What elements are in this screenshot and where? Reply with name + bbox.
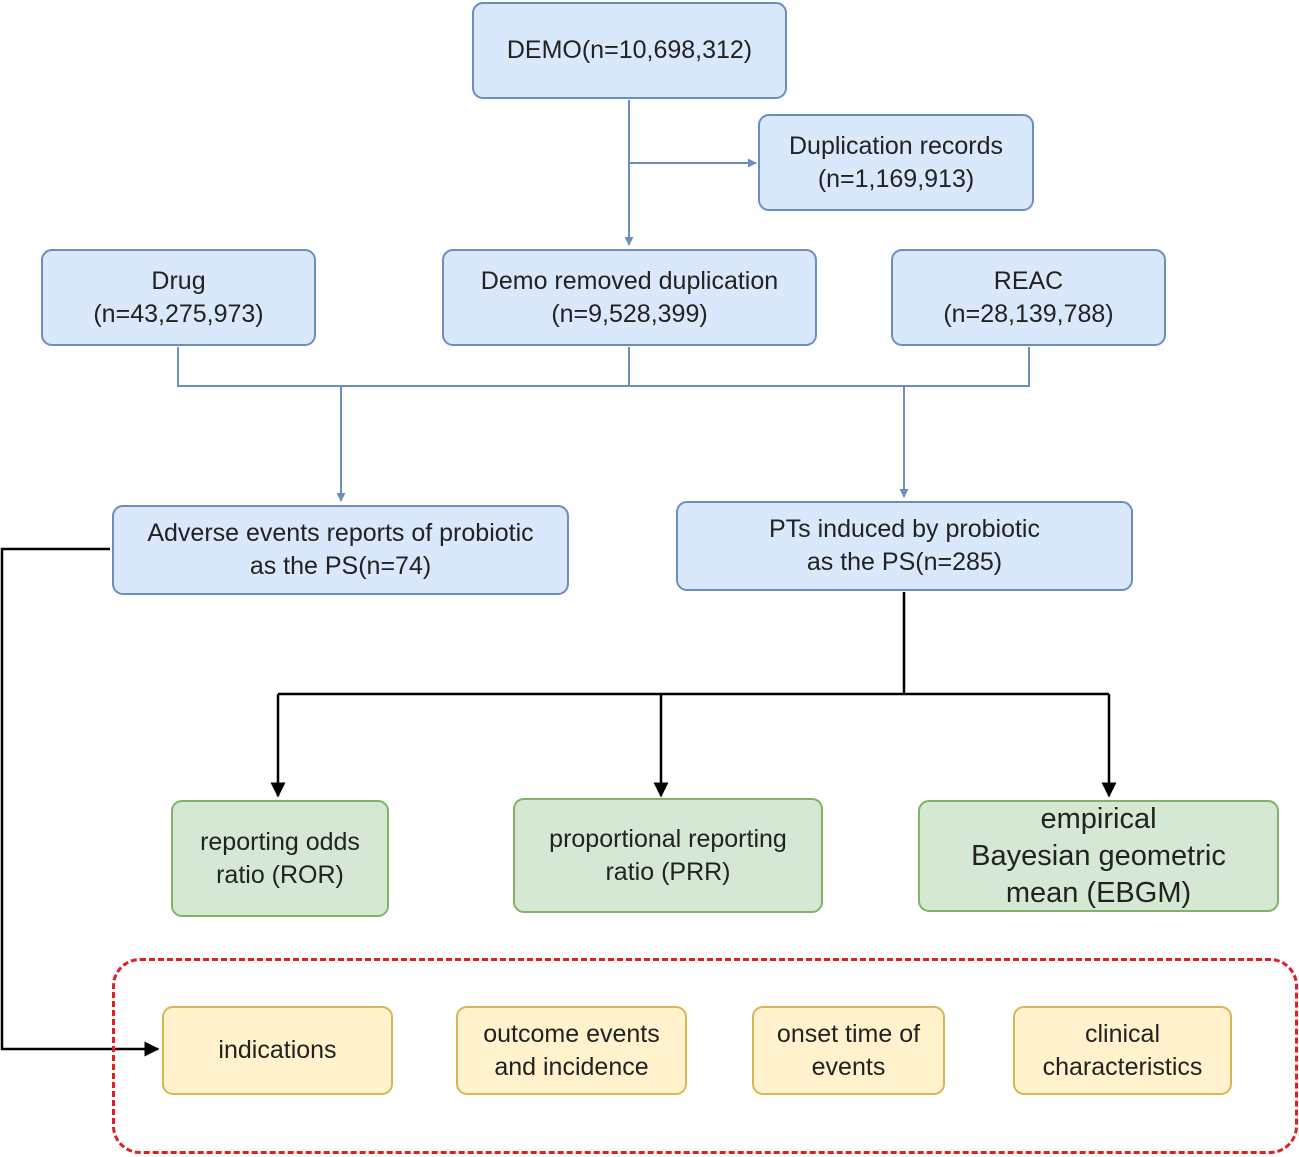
demo-removed-count: (n=9,528,399) (551, 299, 708, 328)
prr-box: proportional reporting ratio (PRR) (513, 798, 823, 913)
analysis-group-dashed-frame (112, 958, 1298, 1154)
outcome-events-box: outcome events and incidence (456, 1006, 687, 1095)
clinical-line-1: clinical (1084, 1019, 1161, 1048)
reac-title: REAC (993, 266, 1064, 295)
reac-box: REAC (n=28,139,788) (891, 249, 1166, 346)
onset-time-box: onset time of events (752, 1006, 945, 1095)
drug-title: Drug (151, 266, 206, 295)
prr-line-2: ratio (PRR) (605, 857, 731, 886)
drug-count: (n=43,275,973) (93, 299, 264, 328)
adverse-events-box: Adverse events reports of probiotic as t… (112, 505, 569, 595)
ror-line-1: reporting odds (200, 827, 360, 856)
indications-text: indications (218, 1036, 337, 1064)
duplication-title: Duplication records (789, 131, 1003, 160)
clinical-line-2: characteristics (1042, 1052, 1203, 1081)
adverse-events-line-2: as the PS(n=74) (249, 552, 432, 580)
pts-induced-box: PTs induced by probiotic as the PS(n=285… (676, 501, 1133, 591)
duplication-count: (n=1,169,913) (817, 164, 975, 193)
onset-time-line-1: onset time of (776, 1019, 921, 1048)
connector-merge-bracket (177, 347, 1030, 387)
adverse-events-line-1: Adverse events reports of probiotic (147, 519, 534, 547)
clinical-characteristics-box: clinical characteristics (1013, 1006, 1232, 1095)
demo-text: DEMO(n=10,698,312) (506, 36, 753, 64)
reac-count: (n=28,139,788) (943, 299, 1114, 328)
indications-box: indications (162, 1006, 393, 1095)
ebgm-line-1: empirical (1040, 802, 1157, 835)
ror-box: reporting odds ratio (ROR) (171, 800, 389, 917)
prr-line-1: proportional reporting (549, 824, 787, 853)
ebgm-line-3: mean (EBGM) (1005, 876, 1192, 909)
onset-time-line-2: events (811, 1052, 886, 1081)
demo-removed-duplication-box: Demo removed duplication (n=9,528,399) (442, 249, 817, 346)
connector-pts-split (278, 592, 1109, 696)
drug-box: Drug (n=43,275,973) (41, 249, 316, 346)
demo-removed-title: Demo removed duplication (480, 266, 779, 295)
pts-induced-line-2: as the PS(n=285) (806, 548, 1003, 576)
duplication-records-box: Duplication records (n=1,169,913) (758, 114, 1034, 211)
ebgm-box: empirical Bayesian geometric mean (EBGM) (918, 800, 1279, 912)
outcome-events-line-1: outcome events (483, 1019, 660, 1048)
pts-induced-line-1: PTs induced by probiotic (769, 515, 1040, 543)
ebgm-line-2: Bayesian geometric (971, 839, 1226, 872)
demo-box: DEMO(n=10,698,312) (472, 2, 787, 99)
connector-adverse-to-indications (0, 547, 160, 1057)
outcome-events-line-2: and incidence (494, 1052, 649, 1081)
ror-line-2: ratio (ROR) (216, 860, 344, 889)
